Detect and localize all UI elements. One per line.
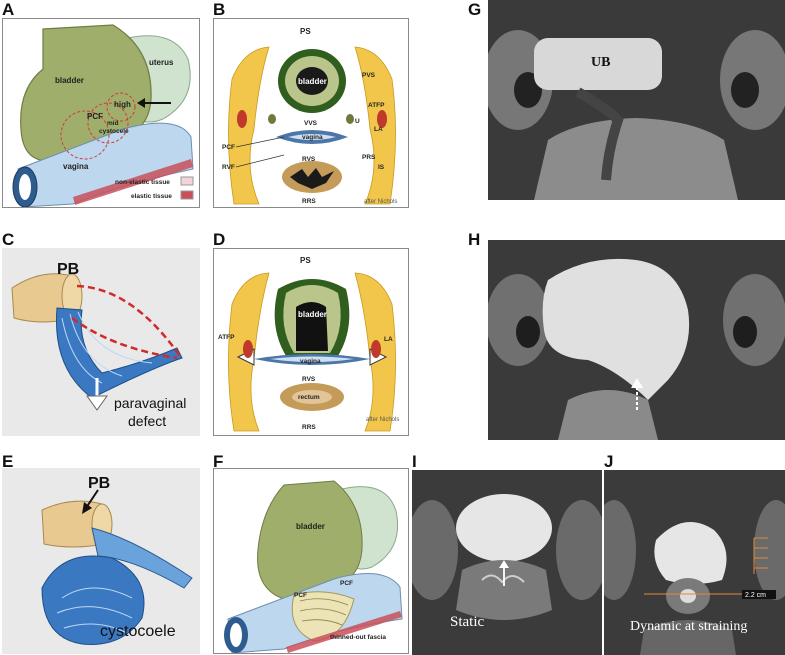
label-rvs: RVS xyxy=(302,376,316,383)
label-vvs: VVS xyxy=(304,120,318,127)
panel-h-mri xyxy=(488,240,785,440)
legend-elastic: elastic tissue xyxy=(131,193,172,200)
label-pcf-left: PCF xyxy=(294,592,307,599)
label-cystocoele: cystocoele xyxy=(100,623,176,640)
panel-g-mri: UB xyxy=(488,0,785,200)
label-ps: PS xyxy=(300,256,311,265)
panel-letter-g: G xyxy=(468,0,482,19)
panel-letter-b: B xyxy=(213,0,226,19)
label-atfp: ATFP xyxy=(218,334,235,341)
credit-after-nichols: after Nichols xyxy=(366,417,399,423)
label-ps: PS xyxy=(300,27,311,36)
label-uterus: uterus xyxy=(149,58,174,67)
legend-non-elastic: non-elastic tissue xyxy=(115,179,170,186)
credit-after-nichols: after Nichols xyxy=(364,199,397,205)
panel-b-axial-diagram: bladder vagina PS PVS ATFP U LA PCF VVS … xyxy=(213,18,409,208)
panel-d-axial-diagram: bladder vagina rectum PS ATFP LA RVS RRS… xyxy=(213,248,409,436)
panel-f-illustration: bladder PCF PCF thinned-out fascia xyxy=(224,480,403,653)
label-pcf-right: PCF xyxy=(340,580,353,587)
label-la: LA xyxy=(384,336,393,343)
panel-letter-c: C xyxy=(2,230,15,249)
label-u: U xyxy=(355,118,360,125)
caption-static: Static xyxy=(450,614,485,630)
panel-letter-f: F xyxy=(213,452,224,471)
measure-label: 2.2 cm xyxy=(745,592,766,599)
label-bladder: bladder xyxy=(296,522,325,531)
label-high: high xyxy=(114,100,131,109)
panel-letter-h: H xyxy=(468,230,481,249)
label-bladder: bladder xyxy=(55,76,84,85)
label-defect: defect xyxy=(128,413,166,429)
caption-dynamic: Dynamic at straining xyxy=(630,619,747,634)
panel-letter-i: I xyxy=(412,452,417,471)
elastic-strip xyxy=(73,159,193,205)
label-rrs: RRS xyxy=(302,198,316,205)
panel-j-mri-dynamic: 2.2 cm Dynamic at straining xyxy=(604,470,785,655)
label-pb: PB xyxy=(57,261,79,278)
panel-a-sagittal-diagram: bladder uterus high PCF mid cystocele va… xyxy=(2,18,200,208)
label-paravaginal: paravaginal xyxy=(114,395,186,411)
label-thinned-fascia: thinned-out fascia xyxy=(330,634,386,641)
panel-g-image: UB xyxy=(488,0,785,200)
panel-letter-j: J xyxy=(604,452,614,471)
panel-e-illustration: PB cystocoele xyxy=(41,475,193,645)
label-rvs: RVS xyxy=(302,156,316,163)
label-ub: UB xyxy=(591,55,610,70)
panel-c-paravaginal-defect: PB paravaginal defect xyxy=(2,248,200,436)
panel-c-illustration: PB paravaginal defect xyxy=(11,261,186,429)
label-rvf: RVF xyxy=(222,164,235,171)
panel-a-illustration: bladder uterus high PCF mid cystocele va… xyxy=(12,24,194,207)
panel-letter-e: E xyxy=(2,452,14,471)
label-vagina: vagina xyxy=(63,162,89,171)
panel-i-image: Static xyxy=(412,470,602,655)
label-mid: mid xyxy=(107,120,119,127)
panel-letter-a: A xyxy=(2,0,15,19)
label-bladder: bladder xyxy=(298,77,327,86)
label-is: IS xyxy=(378,164,385,171)
label-pvs: PVS xyxy=(362,72,376,79)
panel-j-image: 2.2 cm Dynamic at straining xyxy=(604,470,785,655)
panel-e-cystocoele: PB cystocoele xyxy=(2,468,200,654)
panel-i-mri-static: Static xyxy=(412,470,602,655)
panel-d-illustration: bladder vagina rectum PS ATFP LA RVS RRS… xyxy=(218,256,399,432)
panel-b-illustration: bladder vagina PS PVS ATFP U LA PCF VVS … xyxy=(222,27,397,205)
label-pb: PB xyxy=(88,475,110,492)
label-bladder: bladder xyxy=(298,310,327,319)
label-pcf: PCF xyxy=(222,144,235,151)
panel-h-image xyxy=(488,240,785,440)
label-la: LA xyxy=(374,126,383,133)
label-rectum: rectum xyxy=(298,394,320,401)
label-prs: PRS xyxy=(362,154,376,161)
label-vagina: vagina xyxy=(300,358,321,365)
panel-letter-d: D xyxy=(213,230,226,249)
label-atfp: ATFP xyxy=(368,102,385,109)
label-cystocele: cystocele xyxy=(99,128,129,135)
panel-f-sagittal-diagram: bladder PCF PCF thinned-out fascia xyxy=(213,468,409,654)
label-vagina: vagina xyxy=(302,134,323,141)
label-rrs: RRS xyxy=(302,424,316,431)
label-pcf: PCF xyxy=(87,112,103,121)
